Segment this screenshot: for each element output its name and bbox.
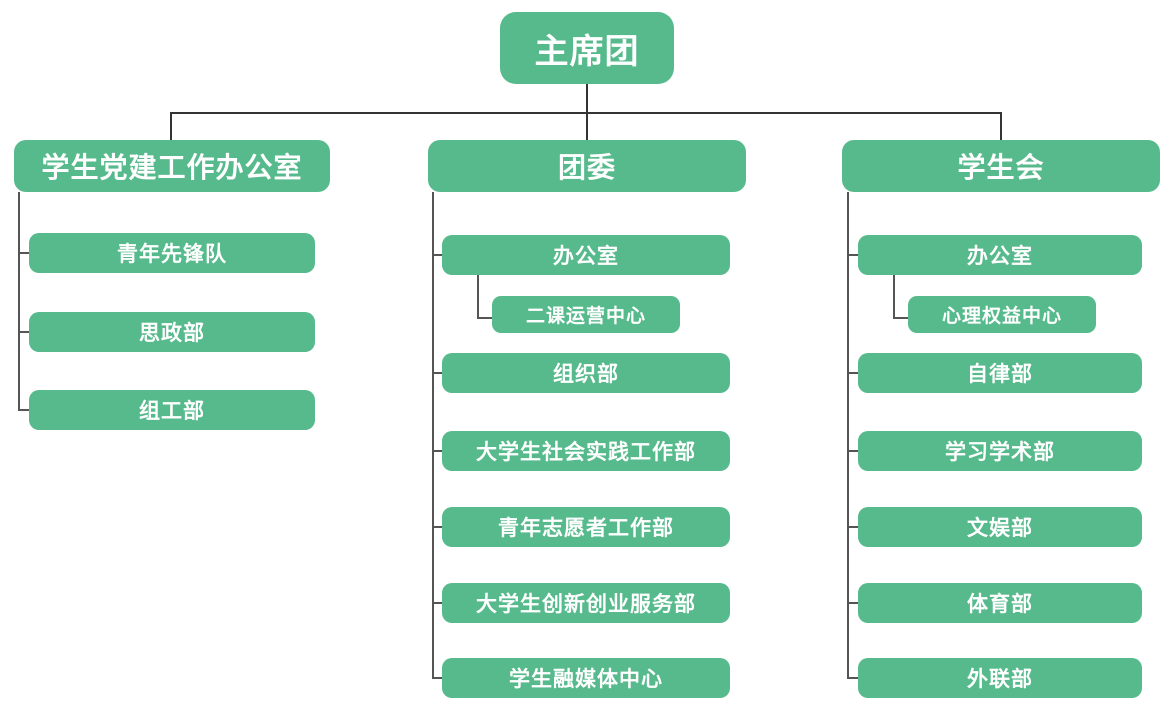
connector-right-grandchild-vertical xyxy=(893,275,895,319)
connector-drop-middle-branch xyxy=(586,112,588,140)
node-student-union: 学生会 xyxy=(842,140,1160,192)
node-youth-league-committee: 团委 xyxy=(428,140,746,192)
node-presidium: 主席团 xyxy=(500,12,674,84)
node-organization-dept: 组织部 xyxy=(442,353,730,393)
connector-right-grandchild-horizontal xyxy=(893,317,908,319)
connector-drop-right-branch xyxy=(1000,112,1002,140)
connector-left-stub-1 xyxy=(18,252,29,254)
connector-middle-trunk xyxy=(432,192,434,679)
connector-middle-stub-4 xyxy=(432,526,442,528)
node-psych-rights-center: 心理权益中心 xyxy=(908,296,1096,333)
node-league-office: 办公室 xyxy=(442,235,730,275)
connector-middle-stub-6 xyxy=(432,677,442,679)
node-innovation-service-dept: 大学生创新创业服务部 xyxy=(442,583,730,623)
node-sports-dept: 体育部 xyxy=(858,583,1142,623)
node-culture-entertainment-dept: 文娱部 xyxy=(858,507,1142,547)
connector-right-stub-1 xyxy=(847,254,858,256)
connector-middle-grandchild-vertical xyxy=(477,275,479,319)
connector-middle-stub-5 xyxy=(432,602,442,604)
connector-left-trunk xyxy=(18,192,20,411)
connector-right-stub-2 xyxy=(847,372,858,374)
node-study-academic-dept: 学习学术部 xyxy=(858,431,1142,471)
node-union-office: 办公室 xyxy=(858,235,1142,275)
connector-drop-left-branch xyxy=(170,112,172,140)
connector-root-drop xyxy=(586,84,588,113)
node-party-building-office: 学生党建工作办公室 xyxy=(14,140,330,192)
node-second-class-operation-center: 二课运营中心 xyxy=(492,296,680,333)
node-external-liaison-dept: 外联部 xyxy=(858,658,1142,698)
node-youth-pioneer-team: 青年先锋队 xyxy=(29,233,315,273)
connector-left-stub-2 xyxy=(18,331,29,333)
connector-middle-stub-3 xyxy=(432,450,442,452)
node-org-work-dept: 组工部 xyxy=(29,390,315,430)
connector-right-stub-4 xyxy=(847,526,858,528)
connector-right-stub-3 xyxy=(847,450,858,452)
connector-middle-stub-1 xyxy=(432,254,442,256)
connector-right-stub-6 xyxy=(847,677,858,679)
connector-middle-stub-2 xyxy=(432,372,442,374)
connector-right-trunk xyxy=(847,192,849,679)
node-youth-volunteer-dept: 青年志愿者工作部 xyxy=(442,507,730,547)
node-social-practice-dept: 大学生社会实践工作部 xyxy=(442,431,730,471)
node-self-discipline-dept: 自律部 xyxy=(858,353,1142,393)
connector-left-stub-3 xyxy=(18,409,29,411)
node-student-media-center: 学生融媒体中心 xyxy=(442,658,730,698)
node-ideology-politics-dept: 思政部 xyxy=(29,312,315,352)
connector-middle-grandchild-horizontal xyxy=(477,317,492,319)
connector-right-stub-5 xyxy=(847,602,858,604)
